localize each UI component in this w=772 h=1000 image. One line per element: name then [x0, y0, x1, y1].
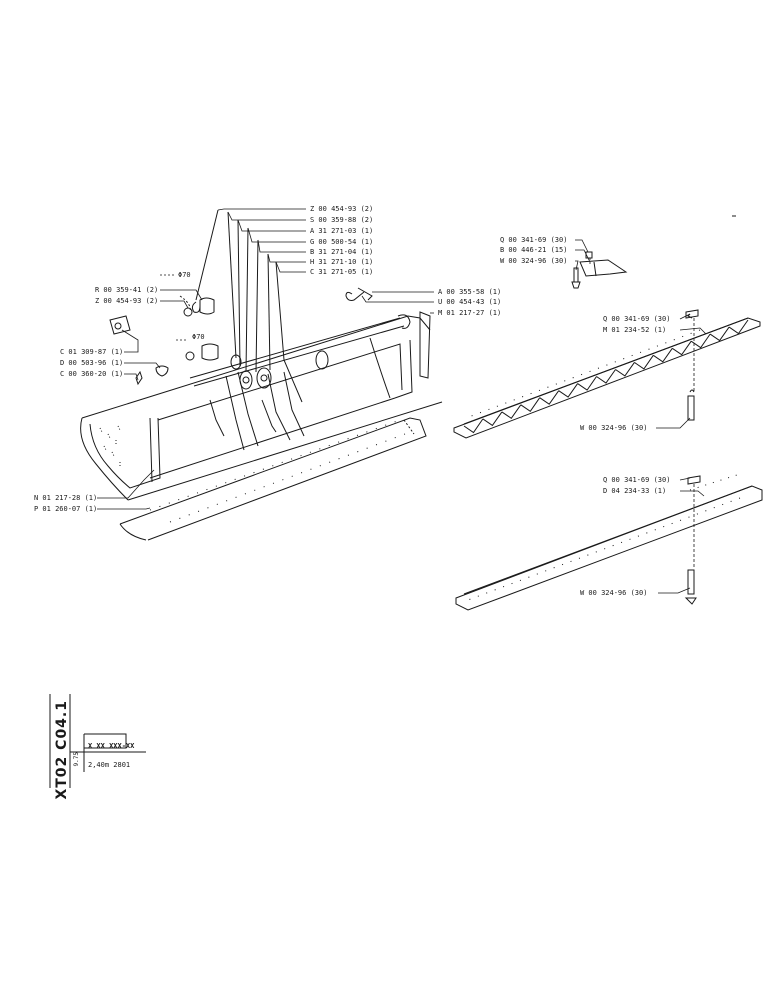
callout-label: N 01 217-28 (1) — [34, 494, 98, 502]
callout-label: C 00 360-20 (1) — [60, 370, 124, 378]
callout-label: A 31 271-03 (1) — [310, 227, 374, 235]
callout-label: D 04 234-33 (1) — [603, 487, 667, 495]
drawing-date: 9.75 — [73, 752, 80, 767]
callout-label: H 31 271-10 (1) — [310, 258, 374, 266]
diameter-dimension-lower: Φ70 — [192, 333, 205, 341]
callout-label: C 31 271-05 (1) — [310, 268, 374, 276]
drawing-part-number: X XX XXX-XX — [88, 742, 135, 750]
callout-label: Q 00 341-69 (30) — [603, 315, 671, 323]
callout-leader-lines — [97, 208, 707, 594]
callout-label: C 01 309-87 (1) — [60, 348, 124, 356]
callout-label: Z 00 454-93 (2) — [95, 297, 159, 305]
callout-label: Q 00 341-69 (30) — [500, 236, 568, 244]
callout-label: S 00 359-88 (2) — [310, 216, 374, 224]
callout-label: U 00 454-43 (1) — [438, 298, 502, 306]
callout-label: B 00 446-21 (15) — [500, 246, 568, 254]
lower-cutting-edge — [119, 417, 427, 541]
callout-label: A 00 355-58 (1) — [438, 288, 502, 296]
callout-label: R 00 359-41 (2) — [95, 286, 159, 294]
callout-label: W 00 324-96 (30) — [500, 257, 568, 265]
callout-label: Q 00 341-69 (30) — [603, 476, 671, 484]
callout-label: W 00 324-96 (30) — [580, 424, 648, 432]
callout-label: D 00 503-96 (1) — [60, 359, 124, 367]
callout-label: P 01 260-07 (1) — [34, 505, 98, 513]
toothed-cutting-edge — [453, 309, 761, 439]
diameter-dimension-upper: Φ70 — [178, 271, 191, 279]
bucket-assembly — [80, 209, 443, 501]
callout-label: B 31 271-04 (1) — [310, 248, 374, 256]
drawing-description: 2,40m 2801 — [88, 761, 131, 769]
callout-label: G 00 500-54 (1) — [310, 238, 374, 246]
callout-label: W 00 324-96 (30) — [580, 589, 648, 597]
callout-label: M 01 234-52 (1) — [603, 326, 667, 334]
drawing-code: XT02 C04.1 — [54, 700, 70, 800]
plain-cutting-edge — [455, 473, 763, 611]
callout-label: Z 00 454-93 (2) — [310, 205, 374, 213]
callout-label: M 01 217-27 (1) — [438, 309, 502, 317]
